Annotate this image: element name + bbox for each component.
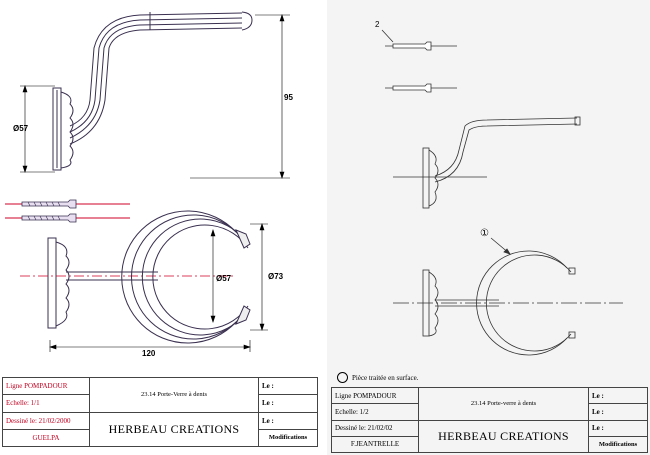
dimension-d57-inner: Ø57 — [216, 274, 232, 283]
tb-le-3: Le : — [258, 411, 318, 430]
dimension-lines-top — [20, 14, 290, 179]
dimension-lines-bottom — [49, 223, 268, 352]
rosette-side-view — [52, 87, 74, 171]
drawing-sheet-right: 2 ① Pièce traitée en surface. Ligne POMP… — [327, 0, 650, 455]
tb-company: HERBEAU CREATIONS — [418, 419, 589, 453]
arm-side-view — [69, 11, 253, 145]
surface-note: Pièce traitée en surface. — [337, 372, 418, 383]
screws-isometric — [381, 29, 457, 93]
callout-arrow-1 — [490, 237, 511, 255]
title-block-left: Ligne POMPADOUR 23.14 Porte-Verre à dent… — [2, 376, 318, 448]
tb-ligne: Ligne POMPADOUR — [2, 376, 90, 396]
rosette-top-view — [47, 237, 70, 329]
dimension-width: 120 — [142, 349, 156, 358]
tb-modifications: Modifications — [258, 428, 318, 448]
callout-1: ① — [480, 228, 489, 239]
tb-le-3: Le : — [588, 419, 648, 437]
arm-ring-top-view — [66, 210, 251, 344]
tb-title: 23.14 Porte-Verre à dents — [89, 377, 259, 413]
technical-drawing-right — [381, 29, 623, 356]
tb-le-1: Le : — [588, 386, 648, 405]
screws-exploded — [5, 199, 130, 223]
assembled-side-view — [393, 116, 581, 209]
tb-le-1: Le : — [258, 376, 318, 396]
tb-le-2: Le : — [258, 394, 318, 413]
drawing-sheet-left: Ø57 95 Ø57 Ø73 120 Ligne POMPADOUR 23.14… — [0, 0, 323, 455]
technical-drawing-left — [5, 11, 290, 352]
tb-author: GUELPA — [2, 428, 90, 448]
assembled-top-view — [393, 250, 623, 356]
dimension-d57-top: Ø57 — [13, 124, 29, 133]
tb-dessine: Dessiné le: 21/02/02 — [331, 419, 419, 437]
tb-author: F.JEANTRELLE — [331, 435, 419, 454]
tb-company: HERBEAU CREATIONS — [89, 411, 259, 447]
dimension-d73: Ø73 — [268, 272, 284, 281]
dimension-height: 95 — [284, 93, 293, 102]
callout-2: 2 — [375, 20, 380, 29]
tb-echelle: Echelle: 1/2 — [331, 403, 419, 421]
tb-ligne: Ligne POMPADOUR — [331, 386, 419, 405]
note-circle-icon — [337, 372, 348, 383]
tb-modifications: Modifications — [588, 435, 648, 454]
note-text: Pièce traitée en surface. — [352, 373, 419, 382]
title-block-right: Ligne POMPADOUR 23.14 Porte-verre à dent… — [331, 386, 648, 454]
tb-title: 23.14 Porte-verre à dents — [418, 387, 589, 421]
tb-dessine: Dessiné le: 21/02/2000 — [2, 411, 90, 430]
tb-echelle: Echelle: 1/1 — [2, 394, 90, 413]
tb-le-2: Le : — [588, 403, 648, 421]
